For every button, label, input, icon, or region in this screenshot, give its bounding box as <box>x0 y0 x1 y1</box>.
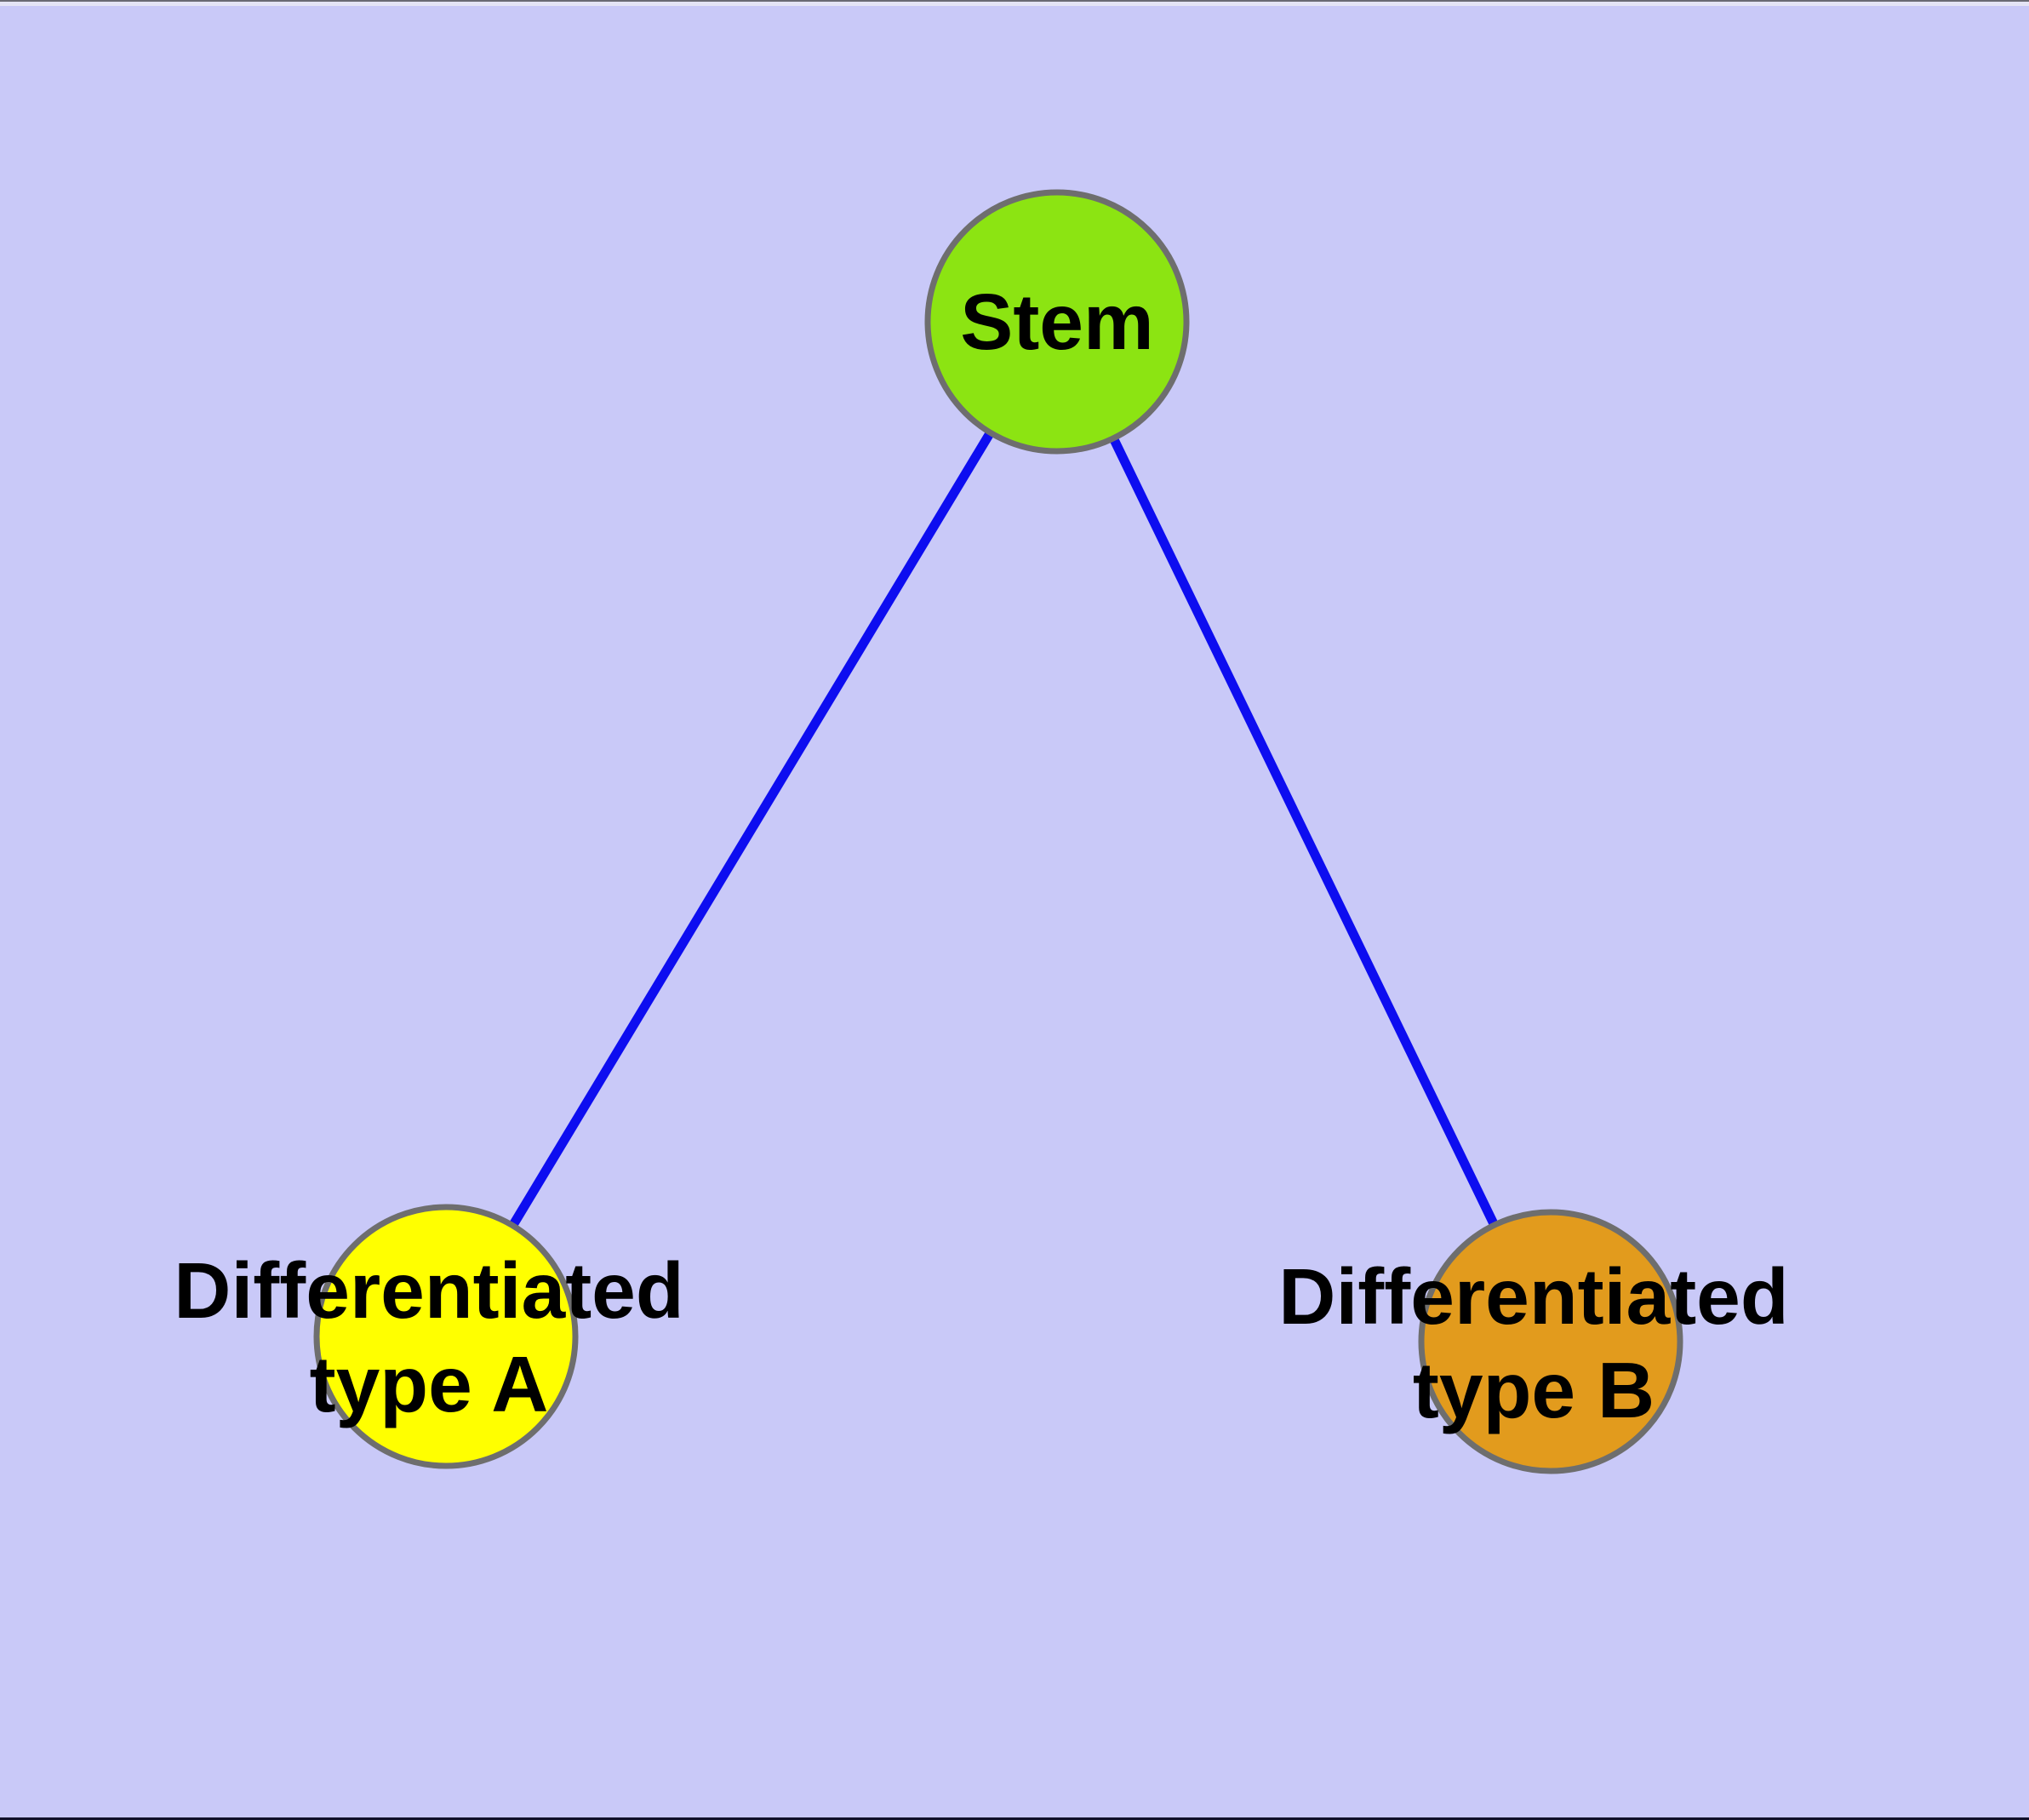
screenshot-top-edge <box>0 0 2029 6</box>
node-stem-circle <box>924 189 1190 455</box>
node-type-a-circle <box>313 1204 579 1469</box>
edge-stem-to-type-b <box>1053 319 1555 1344</box>
node-type-a-label: Differentiated type A <box>174 1246 684 1428</box>
node-type-b-circle <box>1418 1209 1683 1474</box>
node-type-b-label: Differentiated type B <box>1278 1252 1789 1434</box>
edge-stem-to-type-a <box>442 319 1061 1339</box>
screenshot-bottom-edge <box>0 1817 2029 1820</box>
node-stem-label: Stem <box>960 278 1154 366</box>
